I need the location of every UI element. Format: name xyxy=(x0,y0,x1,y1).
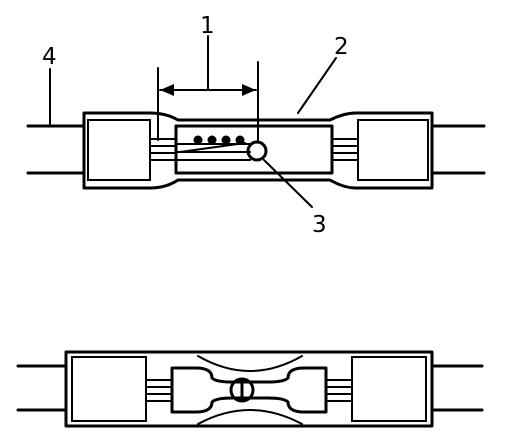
lower-crimp-dimple xyxy=(197,409,303,425)
bottom-right-conductor-end xyxy=(351,356,427,422)
top-splice: 1 2 3 4 xyxy=(26,13,486,238)
bottom-left-wire xyxy=(16,364,68,412)
callout-2: 2 xyxy=(334,34,349,60)
bottom-left-strands xyxy=(145,379,173,402)
leader-2 xyxy=(297,57,337,114)
bottom-right-wire xyxy=(430,364,484,412)
bottom-insulation-sleeve xyxy=(64,350,434,428)
crimped-barrel xyxy=(170,366,328,414)
bottom-left-conductor-end xyxy=(71,356,147,422)
right-conductor-end xyxy=(357,119,429,181)
left-conductor-end xyxy=(87,119,151,181)
insulation-sleeve xyxy=(82,111,434,190)
metal-barrel xyxy=(174,124,334,175)
right-strands xyxy=(331,138,359,161)
leader-3 xyxy=(263,159,313,208)
callout-4: 4 xyxy=(42,44,57,70)
dimension-marker xyxy=(157,61,259,141)
left-strands xyxy=(149,138,177,161)
inspection-hole xyxy=(246,140,268,162)
left-wire xyxy=(26,124,86,175)
callout-1: 1 xyxy=(200,13,215,39)
bottom-splice xyxy=(16,350,484,428)
bottom-right-strands xyxy=(325,379,353,402)
callout-3: 3 xyxy=(312,212,327,238)
upper-crimp-dimple xyxy=(197,355,303,372)
right-wire xyxy=(430,124,486,175)
bottom-inspection-hole xyxy=(229,377,255,403)
inserted-wire xyxy=(177,135,251,161)
